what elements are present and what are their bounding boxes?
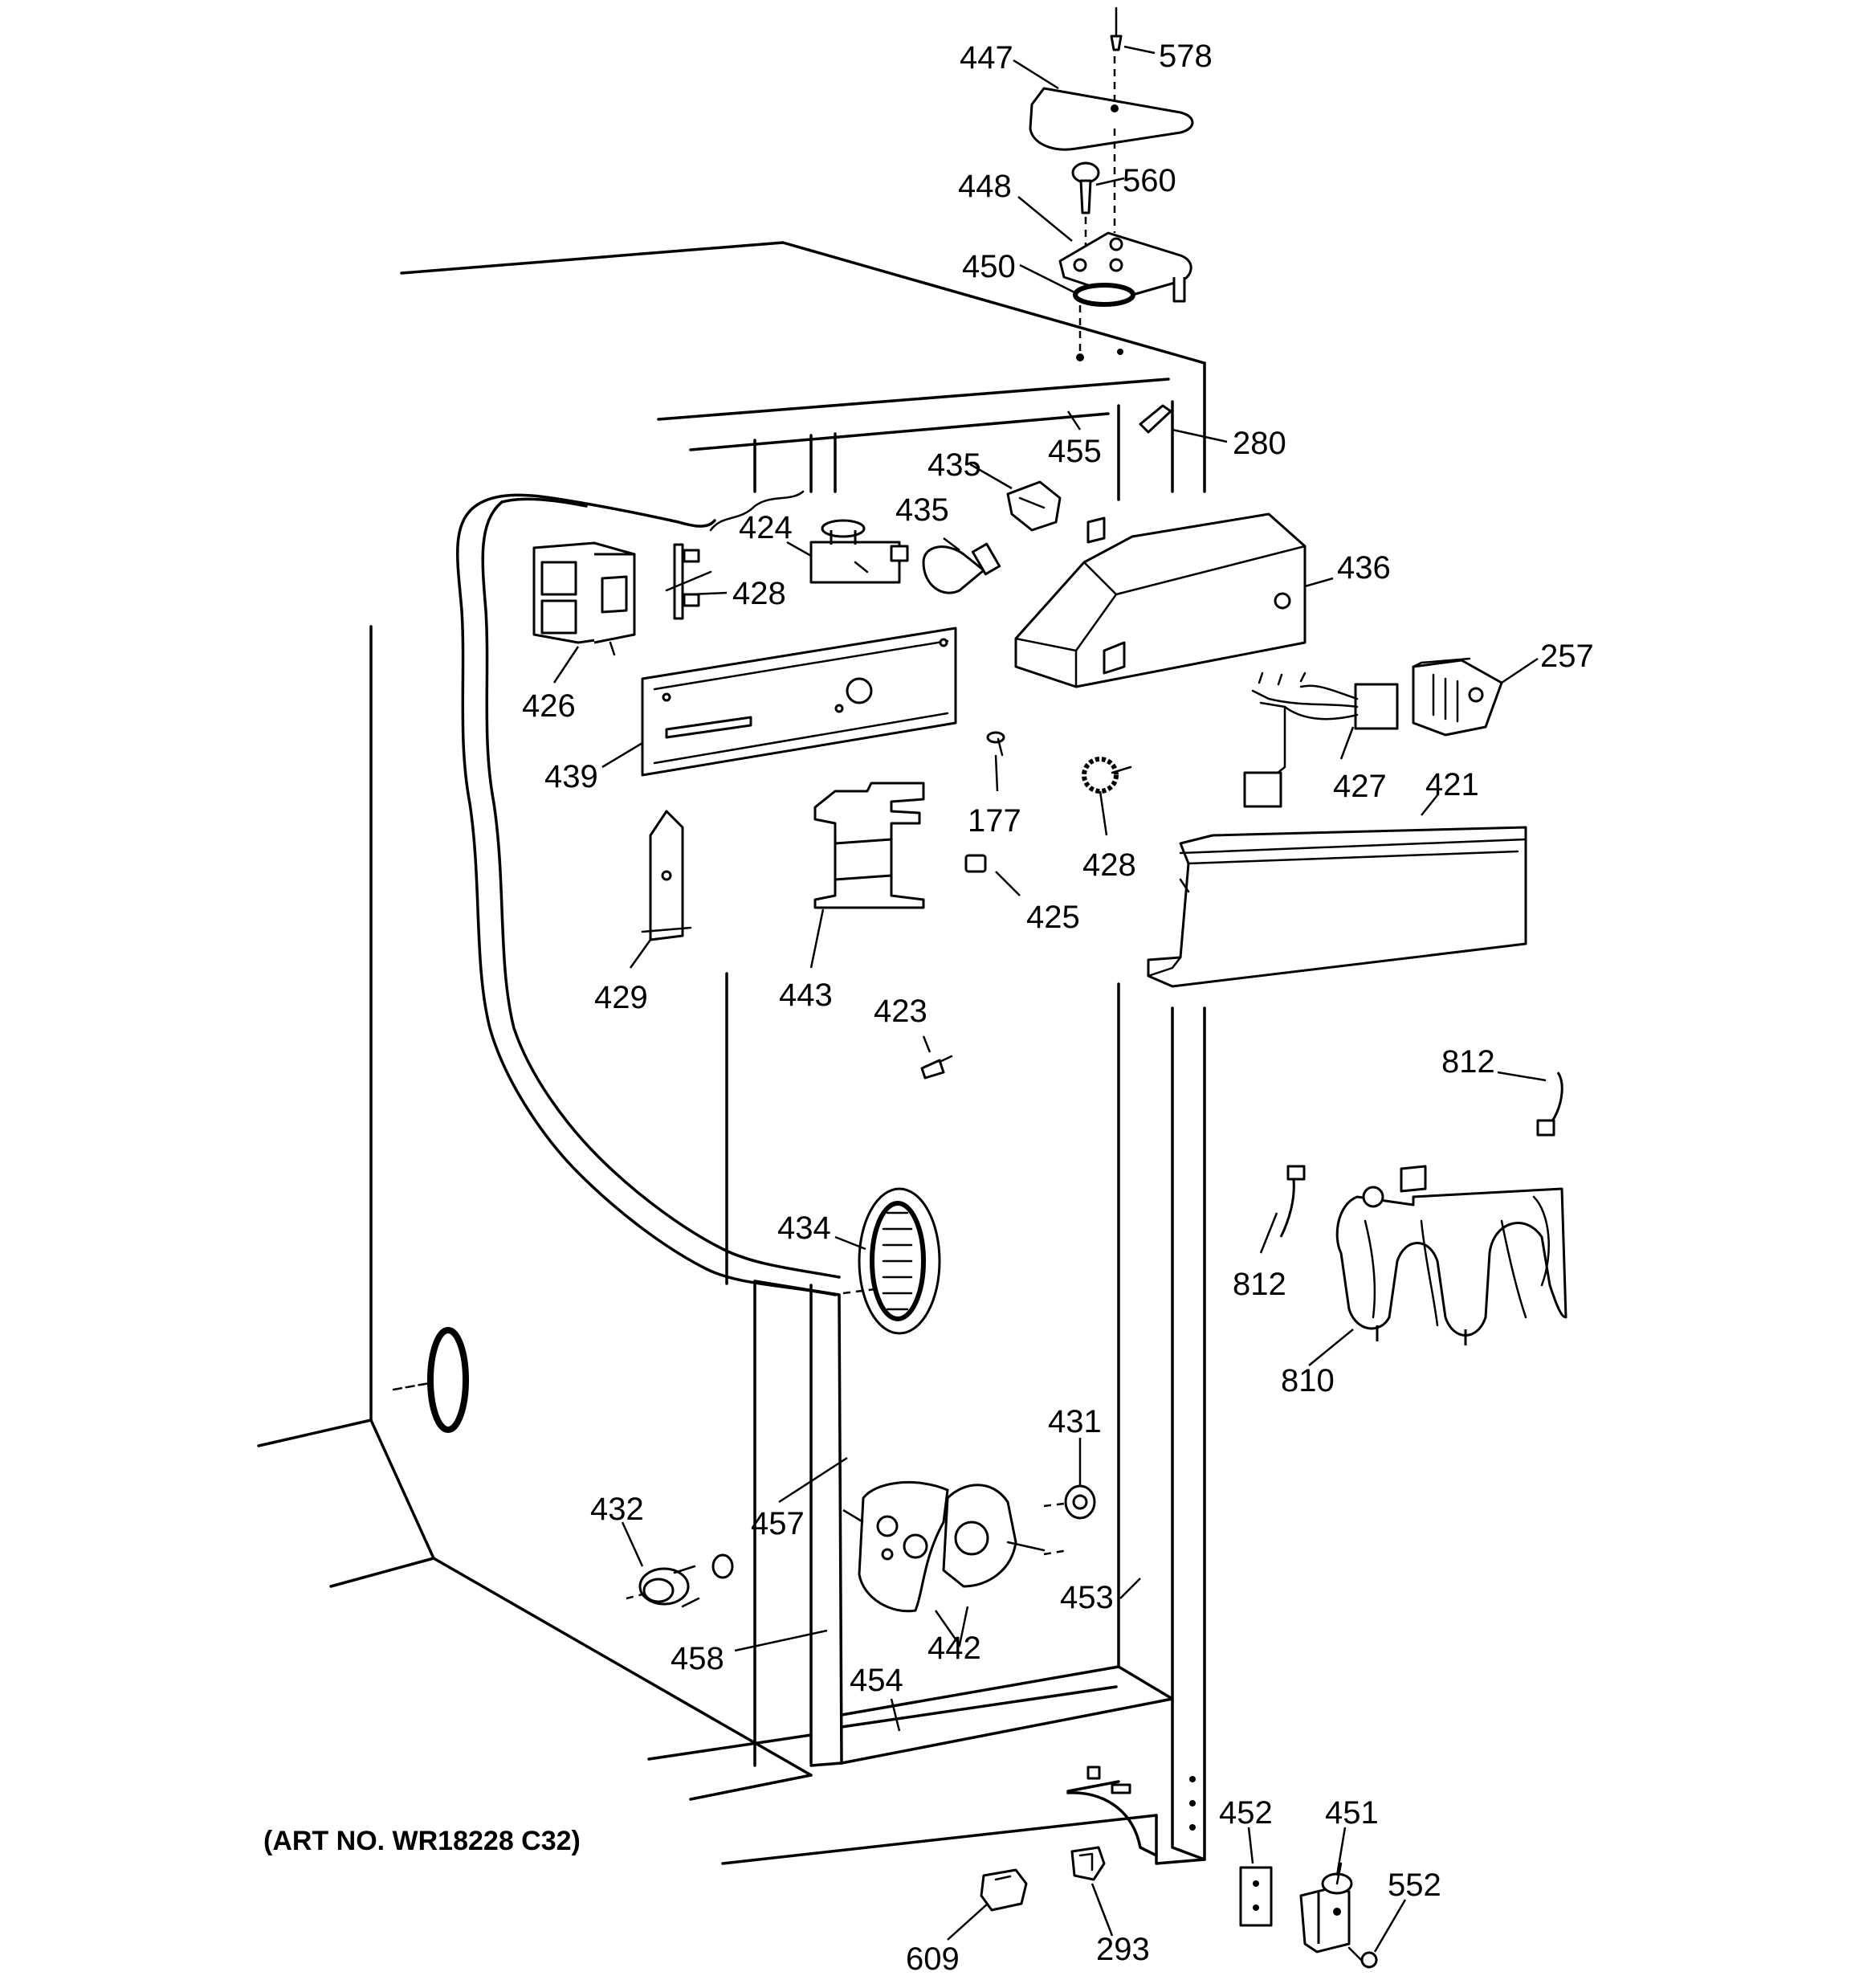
roller-icon (1070, 1846, 1106, 1881)
control-box-icon (1014, 512, 1307, 688)
callout-552: 552 (1388, 1868, 1441, 1903)
callout-431: 431 (1048, 1404, 1102, 1439)
light-bulb-icon (922, 542, 1001, 594)
callout-812-lower: 812 (1233, 1267, 1286, 1302)
callout-432: 432 (590, 1492, 644, 1527)
callout-447: 447 (960, 40, 1013, 76)
callout-448: 448 (958, 169, 1012, 204)
defrost-timer-icon (1412, 657, 1503, 737)
small-screw-icon (986, 731, 1005, 757)
callout-428-clip: 428 (732, 576, 786, 611)
grommet-icon (626, 1553, 734, 1608)
wire-clip-icon (665, 543, 712, 620)
light-socket-icon (1006, 480, 1062, 532)
callout-257: 257 (1540, 639, 1594, 674)
callout-442: 442 (927, 1631, 981, 1666)
callout-457: 457 (751, 1506, 805, 1541)
callout-434: 434 (777, 1210, 831, 1246)
callout-429: 429 (594, 980, 648, 1015)
bottom-hinge-icon (1299, 1862, 1353, 1953)
callout-425: 425 (1026, 900, 1080, 935)
callout-436: 436 (1337, 550, 1391, 586)
hinge-screw-icon (1347, 1946, 1378, 1969)
leader-lines (552, 45, 1547, 1953)
water-tube-icon (1279, 1072, 1563, 1238)
callout-450: 450 (962, 249, 1016, 284)
actuator-bracket-icon (641, 810, 692, 941)
cover-plate-icon (1239, 1866, 1273, 1927)
callout-452: 452 (1219, 1795, 1273, 1831)
top-hinge-cover-icon (1029, 87, 1194, 151)
callout-428-gear: 428 (1082, 847, 1136, 883)
dispenser-switch-housing-icon (532, 541, 636, 656)
fan-guard-icon (842, 1187, 941, 1335)
callout-177: 177 (968, 803, 1021, 839)
cabinet-frame (257, 241, 1206, 1865)
fan-shroud-icon (858, 1480, 949, 1613)
callout-280: 280 (1233, 426, 1286, 461)
switch-button-icon (964, 854, 987, 873)
callout-810: 810 (1281, 1363, 1335, 1398)
callout-451: 451 (1325, 1795, 1379, 1831)
callout-423: 423 (874, 994, 927, 1029)
callout-426: 426 (522, 688, 576, 724)
callout-427: 427 (1333, 769, 1387, 804)
callout-458: 458 (671, 1641, 724, 1676)
hinge-bolt-icon (1071, 161, 1100, 249)
callout-435-socket: 435 (927, 447, 981, 483)
art-number: (ART NO. WR18228 C32) (263, 1826, 581, 1856)
temperature-control-icon (809, 519, 909, 584)
pin-icon (920, 1055, 953, 1080)
callout-812-top: 812 (1441, 1044, 1495, 1080)
callout-454: 454 (850, 1663, 903, 1698)
callout-421: 421 (1425, 767, 1479, 802)
top-hinge-icon (1058, 129, 1192, 303)
hinge-shim-icon (1073, 283, 1135, 361)
side-panel-slot-icon (392, 1327, 469, 1433)
light-shield-icon (1139, 404, 1172, 434)
callout-439: 439 (544, 759, 598, 794)
water-valve-heater-icon (1335, 1165, 1567, 1345)
callout-453: 453 (1060, 1580, 1114, 1615)
wiring-harness-icon (1243, 672, 1399, 808)
fan-motor-icon (942, 1484, 1069, 1588)
cam-bracket-icon (813, 782, 925, 909)
callout-424: 424 (739, 510, 793, 545)
feature-cover-icon (1147, 826, 1527, 988)
leveling-leg-icon (980, 1868, 1028, 1912)
callout-609: 609 (906, 1941, 960, 1977)
mounting-channel-icon (641, 627, 957, 777)
callout-293: 293 (1096, 1932, 1150, 1967)
part-callouts: 578 447 560 448 450 455 280 435 435 424 … (522, 39, 1594, 1977)
callout-443: 443 (779, 978, 833, 1013)
fan-blade-icon (1043, 1484, 1096, 1520)
callout-578: 578 (1159, 39, 1213, 74)
actuator-gear-icon (1082, 757, 1132, 794)
callout-455: 455 (1048, 434, 1102, 469)
screw-icon (1110, 6, 1123, 104)
callout-560: 560 (1123, 163, 1176, 198)
callout-435-bulb: 435 (895, 492, 949, 528)
